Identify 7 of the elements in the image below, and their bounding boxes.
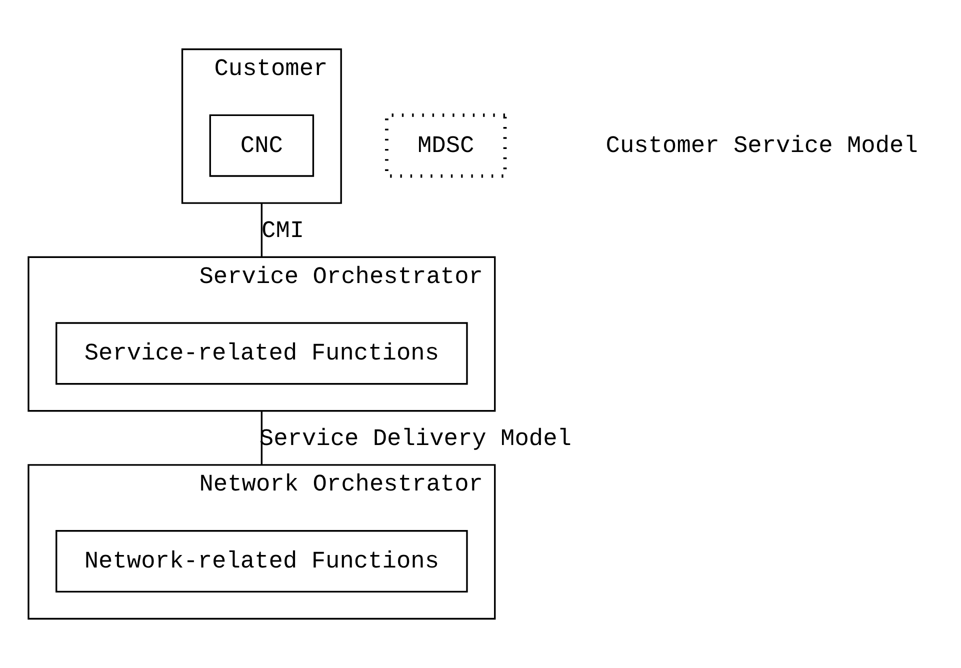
label: Customer Service Model (606, 132, 918, 160)
node-box: MDSC (385, 113, 507, 178)
node-box: CNC (209, 114, 314, 177)
connector (260, 203, 263, 258)
node-box: Network-related Functions (56, 530, 468, 593)
edge-label: CMI (262, 218, 304, 246)
node-box: Service-related Functions (56, 322, 468, 385)
